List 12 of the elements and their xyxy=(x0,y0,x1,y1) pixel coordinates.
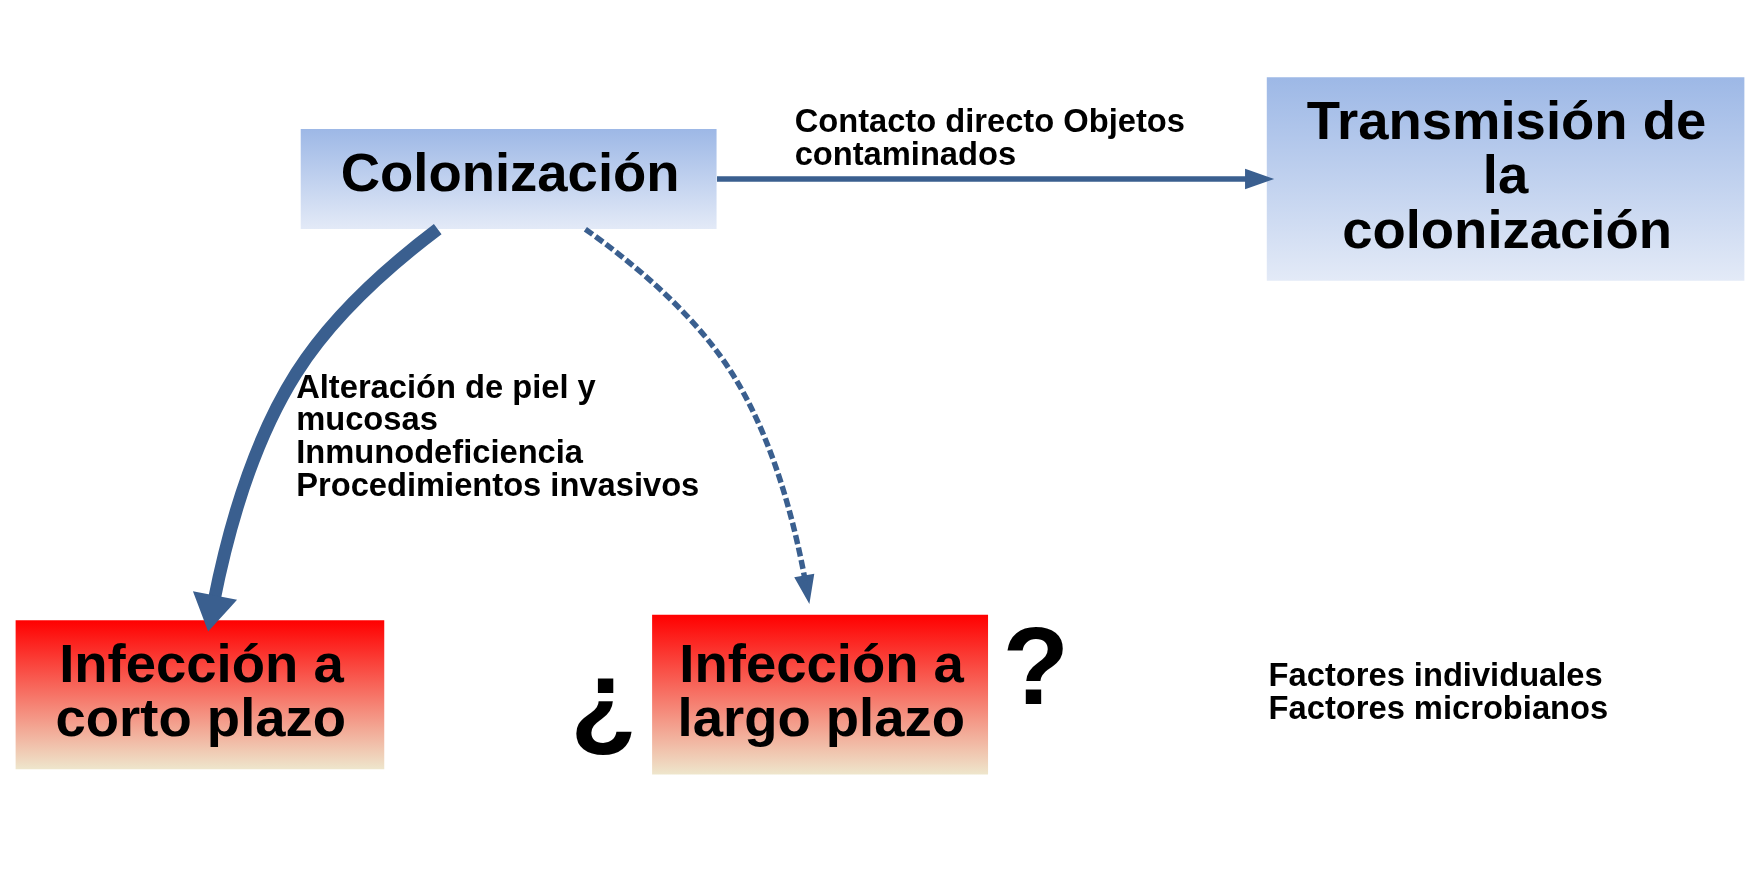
arrow xyxy=(192,223,442,632)
node-box: Infección a largo plazo xyxy=(652,614,989,775)
arrow xyxy=(583,226,815,604)
node-label: ¿ xyxy=(570,636,637,759)
node-box: Colonización xyxy=(300,128,717,229)
label: Factores individuales Factores microbianos xyxy=(1268,655,1609,726)
node-box: Transmisión de la colonización xyxy=(1266,76,1745,281)
edge-label: Contacto directo Objetos contaminados xyxy=(794,101,1185,172)
arrow xyxy=(717,168,1275,189)
node-label: ? xyxy=(1002,604,1070,727)
edge-label: Alteración de piel y mucosas Inmunodeficiencia Procedimientos invasivos xyxy=(296,367,700,503)
node-box: Infección a corto plazo xyxy=(15,619,385,769)
